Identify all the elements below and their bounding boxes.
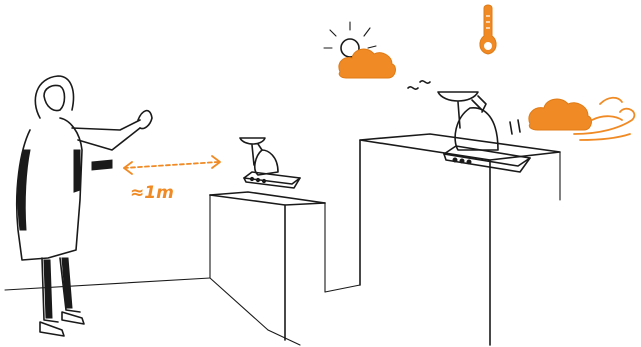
wind-cloud-icon	[529, 99, 592, 130]
thermometer-icon	[480, 5, 496, 54]
person-figure	[17, 76, 152, 336]
big-scale-device	[438, 92, 530, 172]
vibration-icon	[408, 81, 520, 134]
cloud-icon	[339, 49, 396, 78]
big-table	[360, 134, 560, 345]
distance-label: ≈1m	[130, 183, 174, 203]
small-table	[210, 192, 325, 340]
distance-indicator: ≈1m	[124, 156, 220, 203]
small-scale-device	[240, 138, 300, 188]
